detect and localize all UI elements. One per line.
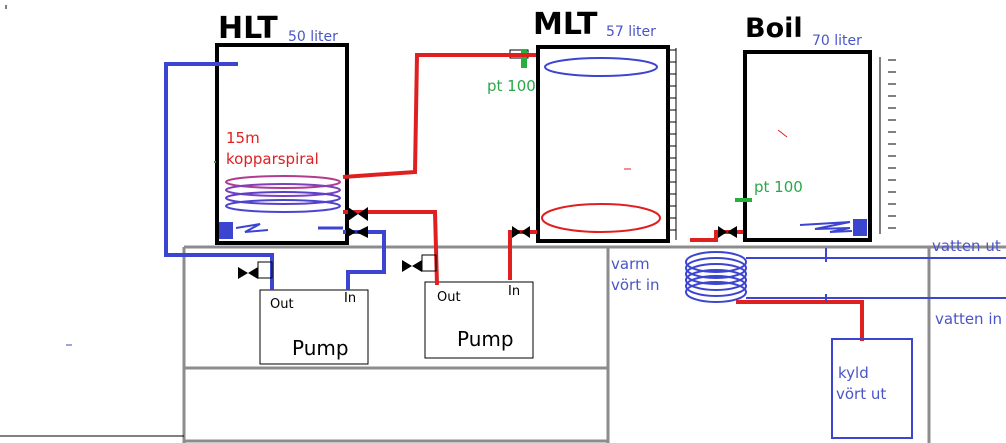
water-lines	[746, 248, 1006, 302]
pump-1-out-label: Out	[270, 297, 294, 312]
mlt-pt100-sensor	[509, 49, 529, 68]
pump-2-out-label: Out	[437, 290, 461, 305]
boil-tank	[735, 50, 872, 242]
cooled-wort-label-2: vört ut	[836, 385, 886, 403]
boil-sensor-label: pt 100	[754, 178, 803, 196]
valve-icon	[718, 226, 737, 238]
boil-volume: 70 liter	[812, 33, 862, 49]
coil-name-label: kopparspiral	[226, 150, 319, 168]
mlt-name: MLT	[533, 7, 598, 42]
hlt-tank	[214, 43, 349, 245]
cooled-wort-box	[831, 338, 913, 439]
pump-2	[424, 281, 534, 359]
boil-name: Boil	[745, 13, 803, 44]
coil-length-label: 15m	[226, 129, 260, 147]
boil-level-scale	[879, 57, 896, 234]
valve-icon	[346, 207, 368, 238]
pump-1-title: Pump	[292, 336, 349, 360]
pump-1	[259, 289, 369, 365]
support-frame	[182, 245, 1006, 443]
mlt-tank	[536, 45, 670, 243]
pump-2-in-label: In	[508, 284, 520, 299]
water-out-label: vatten ut	[932, 237, 1001, 255]
hlt-name: HLT	[218, 11, 278, 46]
copper-coil	[225, 175, 341, 213]
valve-icon	[402, 254, 437, 272]
wort-chiller-coil	[685, 251, 747, 303]
warm-wort-label-2: vört in	[611, 276, 660, 294]
cooled-wort-label-1: kyld	[838, 364, 869, 382]
hlt-volume: 50 liter	[288, 29, 338, 45]
pump-2-title: Pump	[457, 327, 514, 351]
mlt-volume: 57 liter	[606, 24, 656, 40]
valve-icon	[512, 226, 530, 238]
warm-wort-label-1: varm	[611, 255, 650, 273]
valve-icon	[238, 261, 273, 279]
water-in-label: vatten in	[935, 310, 1002, 328]
mlt-sensor-label: pt 100	[487, 77, 536, 95]
pump-1-in-label: In	[344, 291, 356, 306]
mlt-level-scale	[668, 48, 677, 240]
